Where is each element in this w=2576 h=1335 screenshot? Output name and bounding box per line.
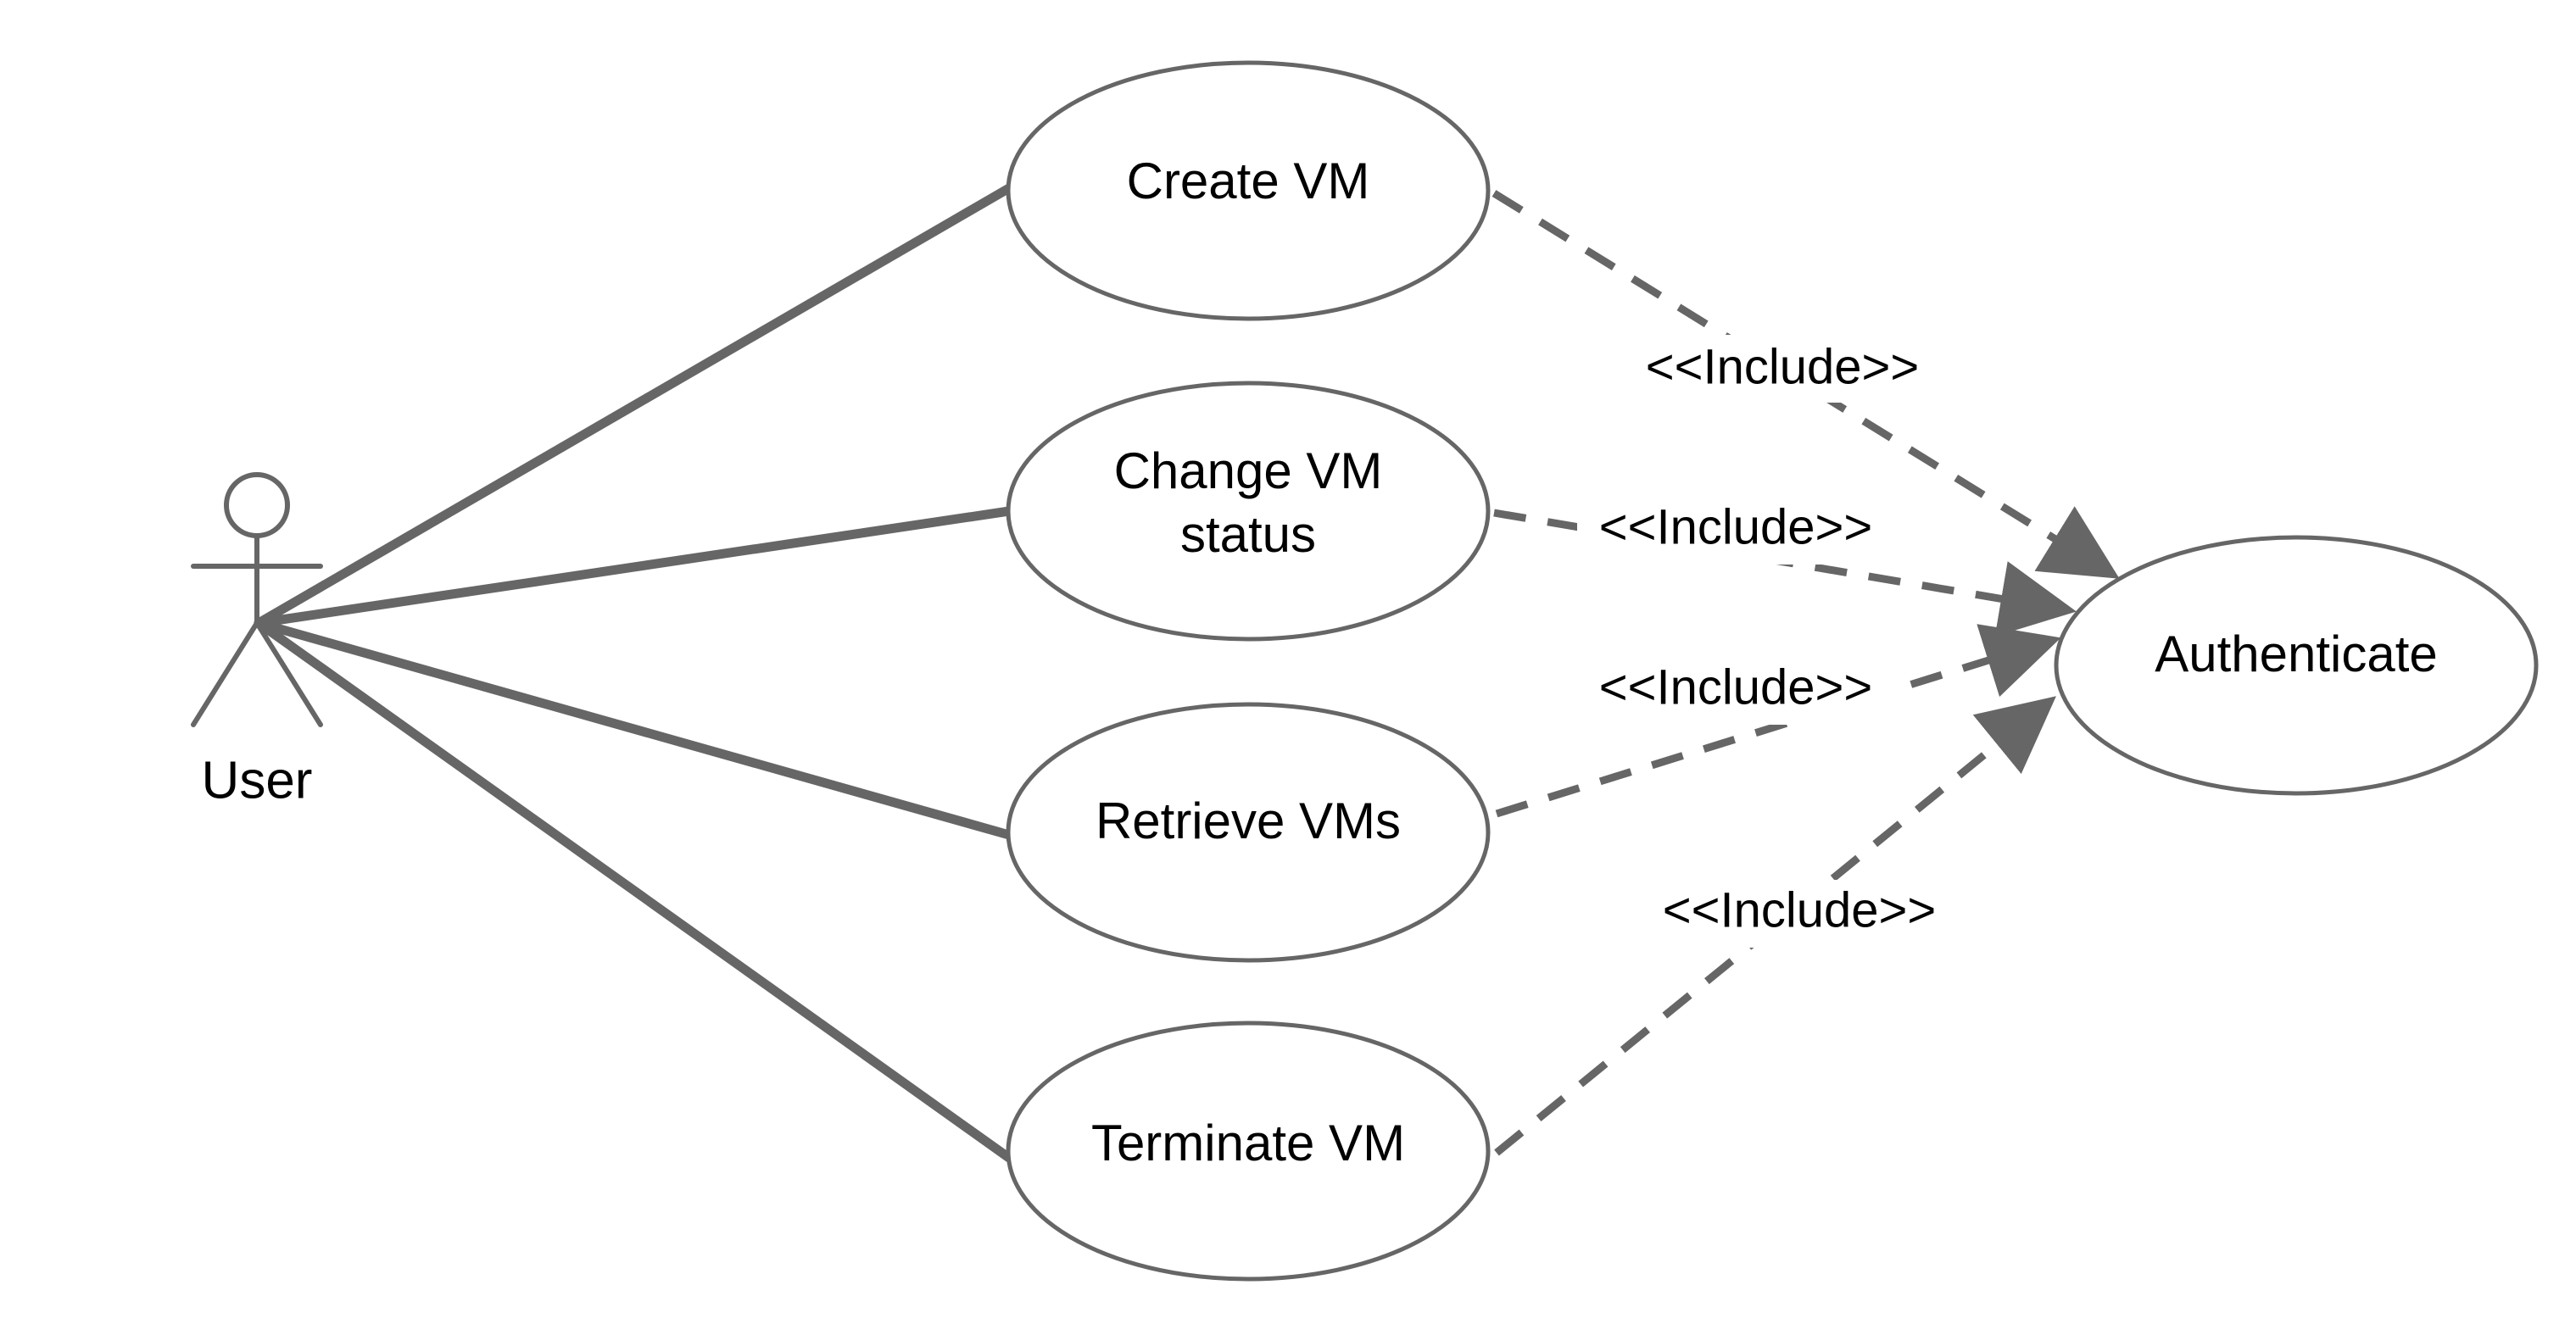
association-retrieve-vms bbox=[254, 618, 1014, 840]
actor-label: User bbox=[202, 751, 313, 809]
association-change-vm-status bbox=[254, 506, 1014, 628]
actor-head bbox=[224, 472, 290, 538]
use-case-terminate-vm[interactable]: Terminate VM bbox=[1006, 1021, 1491, 1282]
include-arrow-retrieve-vms bbox=[1495, 624, 2061, 818]
use-case-label: Create VM bbox=[1127, 153, 1370, 209]
include-label-change-vm-status: <<Include>> bbox=[1599, 499, 1873, 554]
include-arrow-create-vm bbox=[1492, 190, 2120, 579]
use-case-label-line-2: status bbox=[1180, 506, 1316, 563]
use-case-label: Terminate VM bbox=[1091, 1115, 1405, 1171]
use-case-label: Retrieve VMs bbox=[1096, 793, 1401, 849]
use-case-create-vm[interactable]: Create VM bbox=[1006, 60, 1491, 321]
include-label-create-vm: <<Include>> bbox=[1646, 339, 1920, 394]
use-case-ellipse bbox=[1006, 60, 1491, 321]
use-case-ellipse bbox=[1006, 1021, 1491, 1282]
use-case-ellipse bbox=[2054, 535, 2539, 796]
actor-right-leg bbox=[254, 620, 323, 727]
association-create-vm bbox=[254, 183, 1014, 628]
actor-user[interactable] bbox=[191, 472, 323, 727]
actor-left-leg bbox=[191, 620, 259, 727]
use-case-label-line-1: Change VM bbox=[1114, 442, 1383, 499]
use-case-label: Authenticate bbox=[2155, 626, 2438, 682]
associations bbox=[254, 183, 1014, 1163]
use-case-authenticate[interactable]: Authenticate bbox=[2054, 535, 2539, 796]
use-case-retrieve-vms[interactable]: Retrieve VMs bbox=[1006, 702, 1491, 963]
use-case-ellipse bbox=[1006, 702, 1491, 963]
use-case-change-vm-status[interactable]: Change VM status bbox=[1006, 381, 1491, 642]
include-label-terminate-vm: <<Include>> bbox=[1663, 882, 1937, 937]
use-case-ellipse bbox=[1006, 381, 1491, 642]
include-label-retrieve-vms: <<Include>> bbox=[1599, 659, 1873, 715]
include-labels: <<Include>> <<Include>> <<Include>> <<In… bbox=[1577, 335, 1959, 948]
association-terminate-vm bbox=[254, 618, 1014, 1163]
